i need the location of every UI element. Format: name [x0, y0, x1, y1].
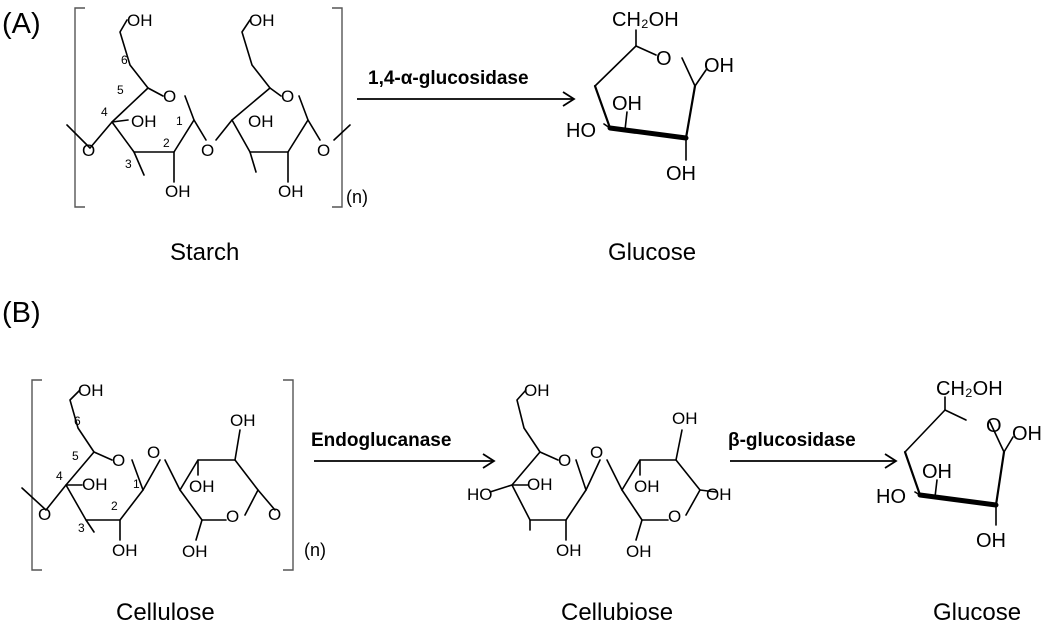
starch-ring-2-oh-c3: OH [248, 112, 274, 131]
enzyme-label-b2: β-glucosidase [728, 430, 856, 451]
cellobiose-ring-2-oh-c2: OH [634, 477, 660, 496]
glucose-b-ring-oxygen: O [986, 415, 1002, 437]
carbon-label-2: 2 [163, 136, 170, 150]
starch-ring-1-o-link: O [82, 141, 95, 160]
glucose-b-oh-c1: OH [1012, 423, 1042, 445]
cellobiose-ring-1-ho: HO [467, 485, 493, 504]
starch-ring-2-o-link: O [317, 141, 330, 160]
starch-left-bracket [74, 7, 85, 208]
panel-label-a: (A) [2, 8, 41, 40]
cellobiose-ring-2-oxygen: O [668, 507, 681, 526]
cellobiose-ring-2-oh-c1: OH [706, 485, 732, 504]
glucose-a-ring [593, 29, 707, 161]
starch-ring-1-oh-c3: OH [131, 112, 157, 131]
enzyme-label-b1: Endoglucanase [311, 430, 451, 451]
starch-ring-1-oh-c2: OH [165, 182, 191, 201]
starch-ring-2-oxygen: O [281, 87, 294, 106]
caption-cellulose: Cellulose [116, 599, 215, 625]
cellulose-glycosidic-oxygen: O [147, 443, 160, 462]
enzyme-label-a: 1,4-α-glucosidase [368, 68, 529, 89]
carbon-label-5: 5 [117, 83, 124, 97]
cellobiose-ring-2 [621, 429, 717, 541]
carbon-label-6: 6 [121, 53, 128, 67]
caption-starch: Starch [170, 239, 239, 266]
starch-ring-2-oh-c6: OH [249, 11, 275, 30]
glucose-b-oh-c3: OH [976, 530, 1006, 552]
cellulose-ring-1-o-link: O [38, 505, 51, 524]
cellulose-ring-2-oh-c2: OH [189, 477, 215, 496]
starch-ring-2-oh-c2: OH [278, 182, 304, 201]
starch-right-bracket [332, 7, 343, 208]
cellulose-carbon-label-1: 1 [133, 477, 140, 491]
caption-glucose-a: Glucose [608, 239, 696, 266]
cellulose-ring-1-oh-c3: OH [82, 475, 108, 494]
glucose-a-oh-c3: OH [666, 163, 696, 185]
cellulose-repeat-n: (n) [304, 540, 326, 560]
cellulose-carbon-label-6: 6 [74, 414, 81, 428]
cellulose-ring-1-oh-c2: OH [112, 541, 138, 560]
glucose-a-oh-c1: OH [704, 55, 734, 77]
cellulose-left-bracket [31, 379, 42, 571]
cellobiose-ring-2-oh-c6: OH [626, 542, 652, 561]
cellulose-carbon-label-3: 3 [78, 521, 85, 535]
cellobiose-ring-1 [489, 389, 601, 541]
cellulose-ring-1 [21, 389, 161, 541]
cellulose-carbon-label-5: 5 [72, 449, 79, 463]
glucose-b-ring [903, 396, 1014, 526]
carbon-label-3: 3 [125, 157, 132, 171]
glucose-a-ch2oh: CH₂OH [612, 9, 679, 31]
panel-label-b: (B) [2, 297, 41, 329]
cellulose-ring-2-oxygen: O [226, 507, 239, 526]
cellulose-ring-2-oh-c3: OH [230, 411, 256, 430]
starch-ring-1-oxygen: O [163, 87, 176, 106]
cellobiose-ring-1-oh-c6: OH [524, 381, 550, 400]
cellulose-ring-1-oxygen: O [112, 451, 125, 470]
glucose-a-ho: HO [566, 120, 596, 142]
cellobiose-ring-2-oh-c3: OH [672, 409, 698, 428]
caption-glucose-b: Glucose [933, 599, 1021, 625]
cellulose-ring-2-o-link: O [268, 505, 281, 524]
starch-ring-2 [231, 19, 351, 183]
cellobiose-glycosidic-oxygen: O [590, 443, 603, 462]
cellulose-carbon-label-4: 4 [56, 469, 63, 483]
cellobiose-ring-1-oh-c2: OH [556, 541, 582, 560]
cellobiose-ring-1-oxygen: O [558, 451, 571, 470]
glucose-b-ho: HO [876, 486, 906, 508]
starch-ring-1-oh-c6: OH [127, 11, 153, 30]
glucose-a-oh-c2: OH [612, 93, 642, 115]
glucose-a-ring-oxygen: O [656, 48, 672, 70]
caption-cellobiose: Cellubiose [561, 599, 673, 625]
cellulose-right-bracket [283, 379, 294, 571]
cellulose-ring-2 [179, 429, 276, 541]
cellulose-carbon-label-2: 2 [111, 499, 118, 513]
starch-repeat-n: (n) [346, 187, 368, 207]
carbon-label-1: 1 [176, 114, 183, 128]
starch-ring-1 [66, 19, 207, 183]
glucose-b-oh-c2: OH [922, 461, 952, 483]
cellulose-ring-2-oh-c6: OH [182, 542, 208, 561]
starch-glycosidic-oxygen: O [201, 141, 214, 160]
cellobiose-ring-1-oh-c3: OH [527, 475, 553, 494]
cellulose-ring-1-oh-c6: OH [78, 381, 104, 400]
glucose-b-ch2oh: CH₂OH [936, 378, 1003, 400]
carbon-label-4: 4 [101, 105, 108, 119]
